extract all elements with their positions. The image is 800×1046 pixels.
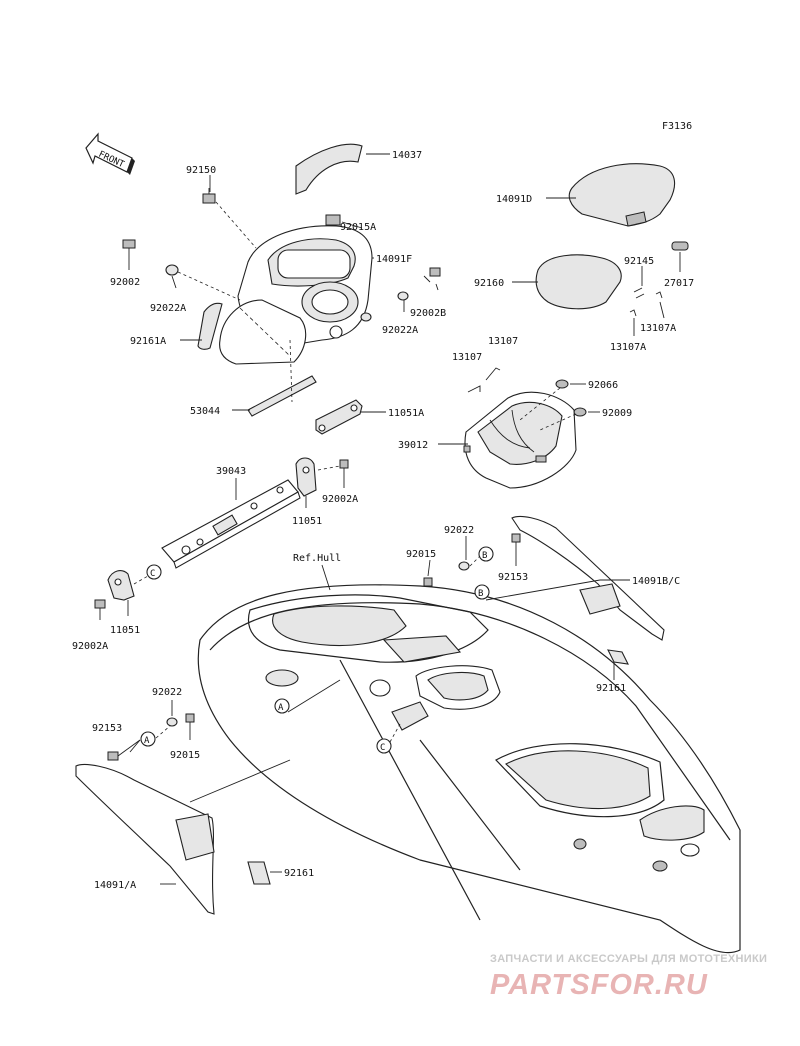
bracket-11051-left xyxy=(107,570,135,601)
pad-92161-right xyxy=(607,649,629,665)
bolt-92002 xyxy=(122,239,136,262)
svg-text:C: C xyxy=(380,743,385,753)
panel-14091B-C xyxy=(511,515,665,641)
callout-b-2: B xyxy=(474,584,490,600)
ref-hull-label: Ref.Hull xyxy=(293,553,341,564)
part-label: 92002A xyxy=(72,641,108,652)
cover-14037 xyxy=(295,143,363,195)
svg-text:A: A xyxy=(144,736,150,746)
plate-39043 xyxy=(161,479,301,569)
part-label: 11051A xyxy=(388,408,424,419)
front-arrow-icon: FRONT xyxy=(85,132,135,175)
bolt-92002A-left xyxy=(94,599,106,620)
part-label: 92150 xyxy=(186,165,216,176)
watermark-tagline: ЗАПЧАСТИ И АКСЕССУАРЫ ДЛЯ МОТОТЕХНИКИ xyxy=(490,953,767,965)
part-label: 92022A xyxy=(382,325,418,336)
bracket-11051A xyxy=(315,399,363,435)
part-label: 92160 xyxy=(474,278,504,289)
callout-a-2: A xyxy=(140,731,156,747)
washer-92022A-right xyxy=(360,291,409,322)
bucket-39012 xyxy=(463,391,577,489)
part-label: 39043 xyxy=(216,466,246,477)
part-label: 92022 xyxy=(444,525,474,536)
lid-14091D xyxy=(568,163,676,227)
part-label: 92002 xyxy=(110,277,140,288)
pad-92160 xyxy=(535,254,622,310)
part-label: 92145 xyxy=(624,256,654,267)
callout-c-2: C xyxy=(376,738,392,754)
clip-92145 xyxy=(633,287,645,299)
bolt-92150 xyxy=(202,188,216,204)
hull-outline xyxy=(197,584,741,954)
part-label: 14091F xyxy=(376,254,412,265)
part-label: 13107A xyxy=(640,323,676,334)
part-label: 92153 xyxy=(92,723,122,734)
bolt-92009 xyxy=(573,407,587,417)
svg-text:C: C xyxy=(150,569,155,579)
leader-lines xyxy=(127,153,681,885)
part-label: 11051 xyxy=(110,625,140,636)
part-label: 92002A xyxy=(322,494,358,505)
washer-92022A xyxy=(165,264,179,276)
part-label: 92022 xyxy=(152,687,182,698)
part-label: 53044 xyxy=(190,406,220,417)
fasteners-left xyxy=(107,713,195,761)
part-label: 13107A xyxy=(610,342,646,353)
part-label: 14037 xyxy=(392,150,422,161)
part-label: 92153 xyxy=(498,572,528,583)
watermark-brand: PARTSFOR.RU xyxy=(490,969,708,1001)
watermark: ЗАПЧАСТИ И АКСЕССУАРЫ ДЛЯ МОТОТЕХНИКИ PA… xyxy=(490,953,767,1001)
svg-text:A: A xyxy=(278,703,284,713)
part-label: 92015 xyxy=(170,750,200,761)
svg-text:B: B xyxy=(482,551,487,561)
callout-a-1: A xyxy=(274,698,290,714)
part-label: 92161 xyxy=(596,683,626,694)
svg-text:B: B xyxy=(478,589,483,599)
part-label: 13107 xyxy=(488,336,518,347)
spring-13107 xyxy=(467,367,501,393)
part-label: 27017 xyxy=(664,278,694,289)
part-label: 39012 xyxy=(398,440,428,451)
lens-cover xyxy=(219,299,307,365)
rod-53044 xyxy=(247,375,317,417)
pad-92161A xyxy=(197,302,223,350)
part-label: 92161A xyxy=(130,336,166,347)
part-label: 92066 xyxy=(588,380,618,391)
spring-13107A xyxy=(629,291,663,317)
pad-92161-left xyxy=(247,861,271,885)
part-label: 14091B/C xyxy=(632,576,680,587)
part-labels: 14037 92150 92015A 14091F 92002 92002B 9… xyxy=(72,150,694,891)
bolt-92002A-top xyxy=(339,459,349,480)
panel-14091-A xyxy=(75,763,215,915)
part-label: 92015 xyxy=(406,549,436,560)
cover-14091F xyxy=(237,225,373,347)
bracket-11051-top xyxy=(295,457,317,497)
part-label: 92009 xyxy=(602,408,632,419)
bolt-92002B xyxy=(423,267,441,283)
callout-c-1: C xyxy=(146,564,162,580)
part-label: 92161 xyxy=(284,868,314,879)
part-label: 14091/A xyxy=(94,880,136,891)
part-label: 92022A xyxy=(150,303,186,314)
clip-92015A xyxy=(325,214,341,226)
part-label: 14091D xyxy=(496,194,532,205)
part-label: 13107 xyxy=(452,352,482,363)
figure-code: F3136 xyxy=(662,121,692,132)
part-label: 92002B xyxy=(410,308,446,319)
pin-27017 xyxy=(671,241,689,251)
part-label: 92015A xyxy=(340,222,376,233)
fasteners-center xyxy=(423,533,521,587)
part-label: 11051 xyxy=(292,516,322,527)
bolt-92066 xyxy=(555,379,569,389)
callout-b-1: B xyxy=(478,546,494,562)
